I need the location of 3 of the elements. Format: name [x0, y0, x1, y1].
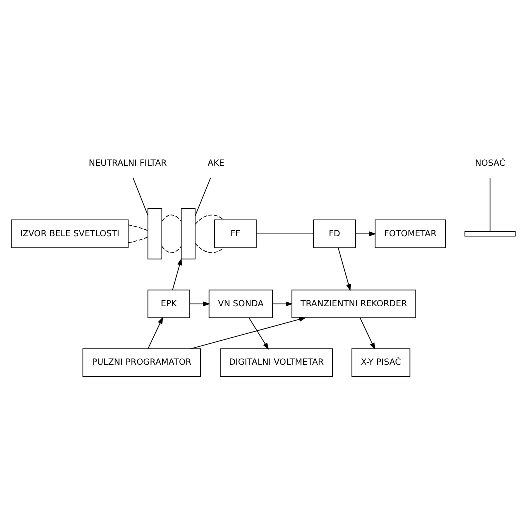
node-text: AKE: [208, 159, 225, 170]
node-text: NOSAČ: [475, 159, 506, 170]
node-text: NEUTRALNI FILTAR: [89, 159, 168, 170]
